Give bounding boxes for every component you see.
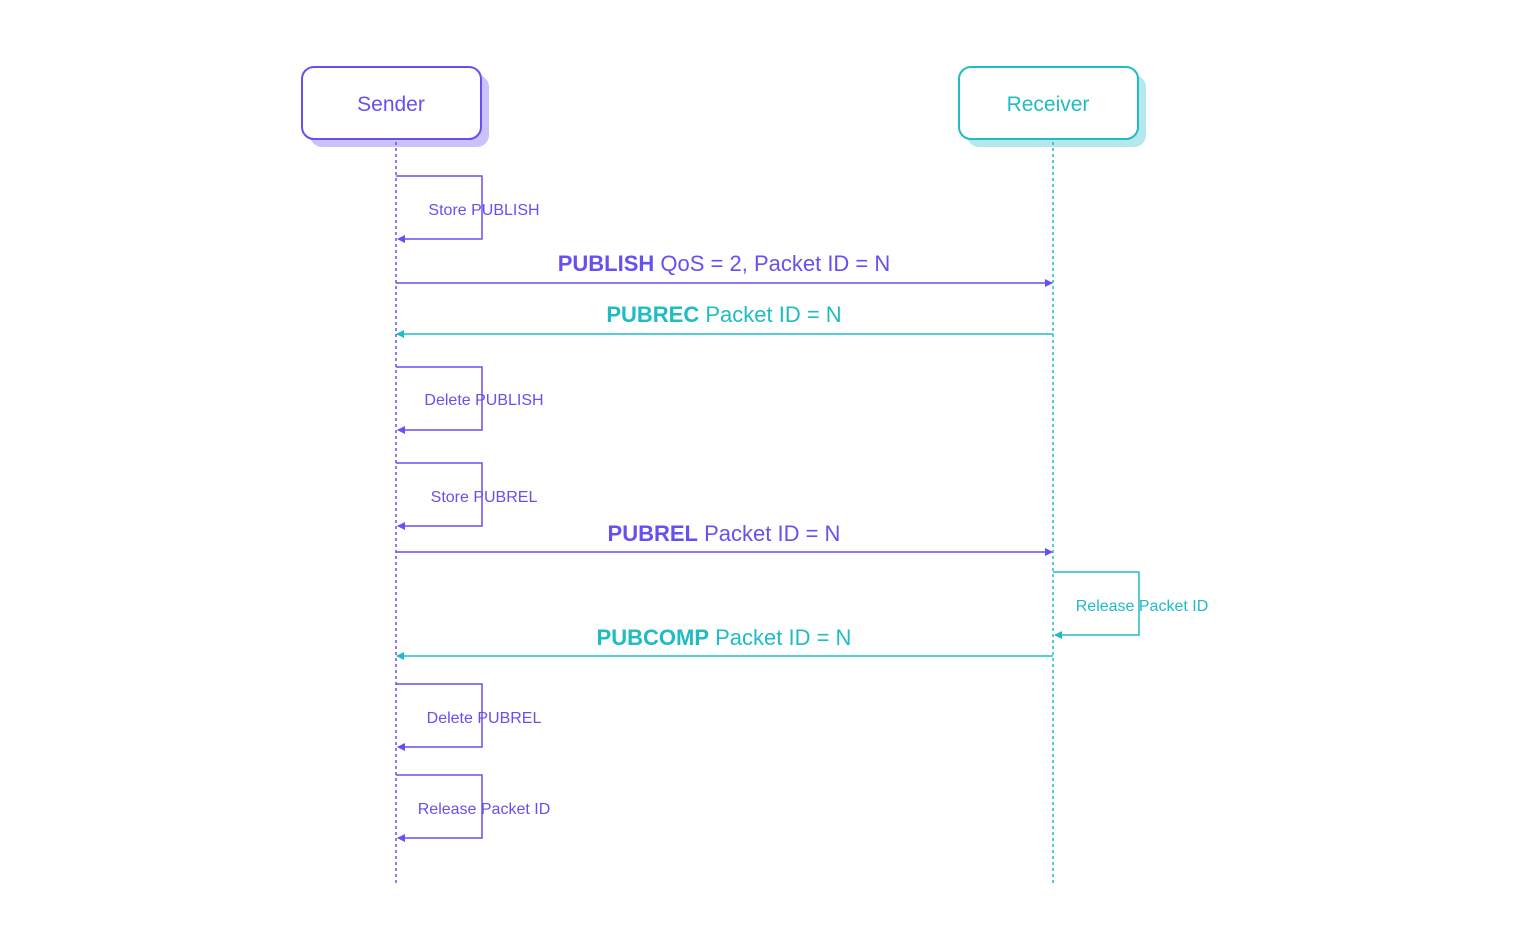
message-pubrec: PUBREC Packet ID = N [396, 302, 1053, 338]
self-receiver-release-packet-id: Release Packet ID [1053, 571, 1209, 639]
self-label: Delete PUBREL [427, 710, 542, 727]
self-label: Store PUBLISH [428, 202, 539, 219]
self-store-publish: Store PUBLISH [396, 175, 540, 243]
self-label: Release Packet ID [418, 801, 551, 818]
message-pubcomp: PUBCOMP Packet ID = N [396, 625, 1053, 660]
self-label: Delete PUBLISH [424, 392, 543, 409]
message-label: PUBCOMP Packet ID = N [597, 625, 852, 650]
message-label: PUBREC Packet ID = N [606, 302, 841, 327]
message-keyword: PUBCOMP [597, 625, 709, 650]
sender-actor: Sender [301, 66, 489, 147]
message-keyword: PUBREC [606, 302, 699, 327]
self-sender-release-packet-id: Release Packet ID [396, 774, 551, 842]
receiver-actor: Receiver [958, 66, 1146, 147]
sender-label: Sender [357, 93, 425, 116]
sender-box [301, 66, 482, 140]
message-label: PUBLISH QoS = 2, Packet ID = N [558, 251, 891, 276]
self-loop [396, 774, 483, 842]
self-store-pubrel: Store PUBREL [396, 462, 538, 530]
message-publish: PUBLISH QoS = 2, Packet ID = N [396, 251, 1053, 287]
self-loop [1053, 571, 1140, 639]
receiver-label: Receiver [1007, 93, 1090, 116]
self-loop [396, 462, 483, 530]
message-keyword: PUBREL [608, 521, 698, 546]
message-pubrel: PUBREL Packet ID = N [396, 521, 1053, 556]
message-keyword: PUBLISH [558, 251, 655, 276]
self-label: Release Packet ID [1076, 598, 1209, 615]
self-delete-pubrel: Delete PUBREL [396, 683, 542, 751]
message-detail: Packet ID = N [698, 521, 840, 546]
message-label: PUBREL Packet ID = N [608, 521, 841, 546]
self-loop [396, 683, 483, 751]
self-delete-publish: Delete PUBLISH [396, 366, 544, 434]
message-detail: Packet ID = N [699, 302, 841, 327]
self-loop [396, 175, 483, 243]
message-detail: QoS = 2, Packet ID = N [654, 251, 890, 276]
self-loop [396, 366, 483, 434]
message-detail: Packet ID = N [709, 625, 851, 650]
receiver-box [958, 66, 1139, 140]
self-label: Store PUBREL [431, 489, 538, 506]
